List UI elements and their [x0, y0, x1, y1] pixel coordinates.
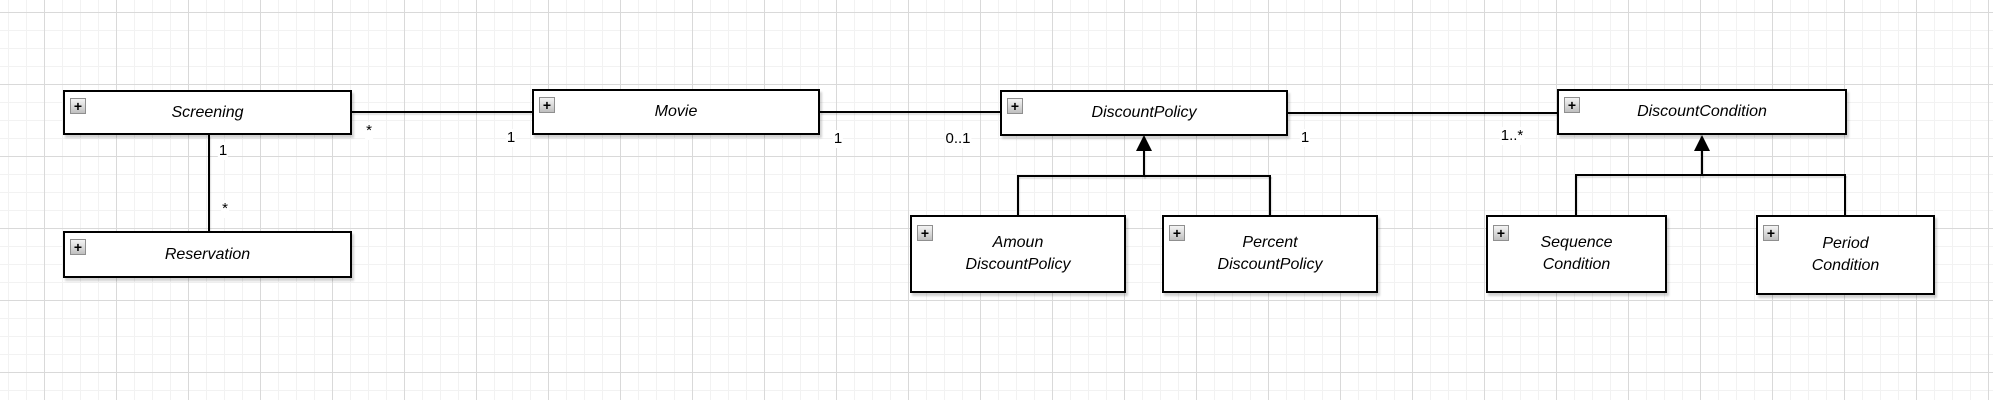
- multiplicity-label[interactable]: 1: [1299, 129, 1311, 147]
- generalization-branch-amoundiscountpolicy: [1017, 175, 1019, 215]
- collapse-plus-icon[interactable]: +: [539, 97, 555, 113]
- collapse-plus-icon[interactable]: +: [1564, 97, 1580, 113]
- collapse-plus-icon[interactable]: +: [1763, 225, 1779, 241]
- generalization-crossbar: [1575, 174, 1846, 176]
- collapse-plus-icon[interactable]: +: [1493, 225, 1509, 241]
- generalization-branch-periodcondition: [1844, 174, 1846, 215]
- association-screening-movie[interactable]: [352, 111, 532, 113]
- collapse-plus-icon[interactable]: +: [917, 225, 933, 241]
- collapse-plus-icon[interactable]: +: [70, 98, 86, 114]
- class-box-percentdiscountpolicy[interactable]: + Percent DiscountPolicy: [1162, 215, 1378, 293]
- association-discountpolicy-discountcondition[interactable]: [1288, 112, 1557, 114]
- collapse-plus-icon[interactable]: +: [70, 239, 86, 255]
- generalization-arrow-icon: [1694, 135, 1710, 151]
- collapse-plus-icon[interactable]: +: [1007, 98, 1023, 114]
- multiplicity-label[interactable]: 1: [217, 142, 229, 160]
- class-title: Screening: [171, 103, 244, 121]
- multiplicity-label[interactable]: 1..*: [1499, 127, 1525, 145]
- association-movie-discountpolicy[interactable]: [820, 111, 1000, 113]
- class-box-reservation[interactable]: + Reservation: [63, 231, 352, 278]
- class-title: Movie: [654, 103, 698, 120]
- generalization-trunk: [1143, 149, 1145, 177]
- class-box-movie[interactable]: + Movie: [532, 89, 820, 135]
- class-title: Percent DiscountPolicy: [1217, 234, 1323, 273]
- class-title: Reservation: [164, 245, 251, 263]
- multiplicity-label[interactable]: 0..1: [944, 130, 972, 148]
- generalization-crossbar: [1017, 175, 1271, 177]
- class-box-amoundiscountpolicy[interactable]: + Amoun DiscountPolicy: [910, 215, 1126, 293]
- class-box-sequencecondition[interactable]: + Sequence Condition: [1486, 215, 1667, 293]
- multiplicity-label[interactable]: 1: [832, 130, 844, 148]
- multiplicity-label[interactable]: 1: [505, 129, 517, 147]
- multiplicity-label[interactable]: *: [221, 200, 229, 218]
- generalization-branch-percentdiscountpolicy: [1269, 175, 1271, 215]
- class-box-discountcondition[interactable]: + DiscountCondition: [1557, 89, 1847, 135]
- generalization-branch-sequencecondition: [1575, 174, 1577, 215]
- class-box-discountpolicy[interactable]: + DiscountPolicy: [1000, 90, 1288, 136]
- generalization-arrow-icon: [1136, 135, 1152, 151]
- class-title: DiscountPolicy: [1091, 104, 1197, 121]
- multiplicity-label[interactable]: *: [365, 122, 373, 140]
- class-title: Period Condition: [1811, 235, 1880, 274]
- association-screening-reservation[interactable]: [208, 135, 210, 231]
- collapse-plus-icon[interactable]: +: [1169, 225, 1185, 241]
- class-box-screening[interactable]: + Screening: [63, 90, 352, 135]
- class-title: DiscountCondition: [1637, 103, 1767, 120]
- class-title: Sequence Condition: [1540, 234, 1613, 273]
- class-title: Amoun DiscountPolicy: [965, 234, 1071, 273]
- class-box-periodcondition[interactable]: + Period Condition: [1756, 215, 1935, 295]
- generalization-trunk: [1701, 149, 1703, 176]
